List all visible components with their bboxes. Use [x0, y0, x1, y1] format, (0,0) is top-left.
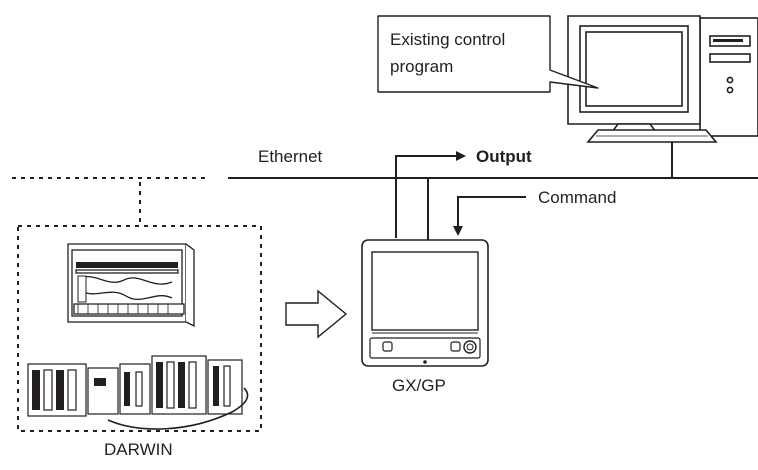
- command-arrow: [453, 196, 526, 236]
- darwin-modules-icon: [27, 355, 249, 430]
- migration-arrow-icon: [285, 289, 348, 339]
- gxgp-label: GX/GP: [392, 376, 446, 395]
- darwin-dashed-box: [17, 225, 262, 432]
- output-arrow: [395, 151, 466, 238]
- callout-box: [377, 15, 599, 93]
- pc-icon: [567, 15, 758, 143]
- output-label: Output: [476, 147, 532, 166]
- gxgp-recorder-icon: [361, 239, 489, 367]
- callout-line-1: Existing control: [390, 30, 506, 49]
- darwin-recorder-icon: [67, 243, 195, 328]
- ethernet-label: Ethernet: [258, 147, 323, 166]
- darwin-label: DARWIN: [104, 440, 173, 459]
- command-label: Command: [538, 188, 617, 207]
- callout-text: Existing control program: [390, 26, 550, 80]
- callout-line-2: program: [390, 57, 454, 76]
